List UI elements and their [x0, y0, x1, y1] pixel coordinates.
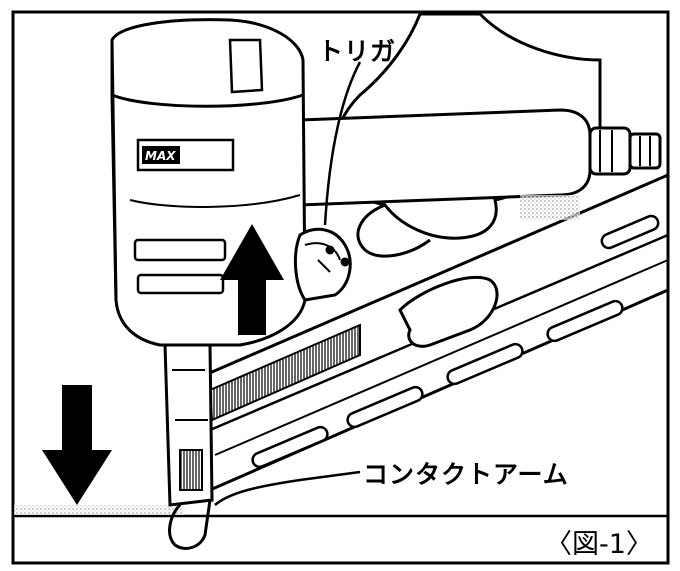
up-arrow-icon — [220, 224, 284, 335]
nose-and-contact-arm — [163, 343, 214, 550]
trigger-leader — [323, 61, 362, 226]
nailer-handle — [298, 108, 662, 207]
brand-logo-text: MAX — [145, 149, 176, 163]
shade-right — [520, 195, 580, 220]
trigger — [294, 227, 352, 302]
nailer-body — [110, 18, 307, 347]
down-arrow-icon — [42, 385, 112, 505]
trigger-label: トリガ — [318, 37, 397, 66]
ground-shade — [14, 505, 184, 515]
contact-arm-leader — [214, 470, 361, 506]
contact-arm-label: コンタクトアーム — [363, 460, 569, 489]
figure-number: 〈図-1〉 — [545, 529, 653, 560]
